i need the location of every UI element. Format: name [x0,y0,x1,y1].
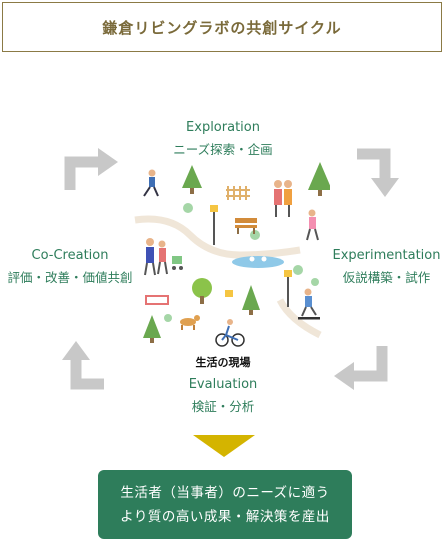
stage-co-creation-jp: 評価・改善・価値共創 [7,270,133,285]
skateboarder-icon [298,288,320,320]
stage-co-creation: Co-Creation 評価・改善・価値共創 [0,245,140,289]
bench-icon [145,295,169,305]
tree-icon [308,162,330,196]
stage-exploration-en: Exploration [186,120,260,135]
street-lamp-icon [284,270,292,307]
walker-icon [306,209,319,241]
result-line-1: 生活者（当事者）のニーズに適う [120,484,330,501]
result-box: 生活者（当事者）のニーズに適う より質の高い成果・解決策を産出 [98,470,352,539]
stage-exploration-jp: ニーズ探索・企画 [173,142,273,157]
arrow-bottom-right [334,346,388,390]
stage-evaluation-en: Evaluation [188,377,258,392]
arrow-top-left [64,148,118,190]
stage-experimentation: Experimentation 仮説構築・試作 [326,245,447,289]
cyclist-icon [215,319,245,347]
down-arrow-icon [193,435,255,457]
park-scene-illustration [134,162,330,347]
family-with-stroller-icon [144,238,183,276]
fence-icon [226,186,250,200]
stage-evaluation-jp: 検証・分析 [191,399,255,414]
arrow-bottom-left [62,341,104,390]
stage-experimentation-en: Experimentation [332,248,441,263]
stage-co-creation-en: Co-Creation [31,248,109,263]
bench-icon [235,218,257,234]
stage-experimentation-jp: 仮説構築・試作 [342,270,431,285]
couple-icon [274,180,292,217]
center-label: 生活の現場 [195,356,251,369]
tree-icon [182,165,202,194]
stage-exploration: Exploration ニーズ探索・企画 [148,117,298,161]
diagram-title-box: 鎌倉リビングラボの共創サイクル [2,2,442,52]
arrow-top-right [357,148,399,197]
dog-icon [180,315,200,330]
diagram-title: 鎌倉リビングラボの共創サイクル [102,18,342,37]
round-tree-icon [192,278,212,304]
street-lamp-icon [210,205,218,245]
tree-icon [143,315,161,343]
result-line-2: より質の高い成果・解決策を産出 [120,508,330,525]
stage-evaluation: Evaluation 検証・分析 [148,374,298,418]
tree-icon [242,285,260,315]
runner-icon [143,169,159,197]
